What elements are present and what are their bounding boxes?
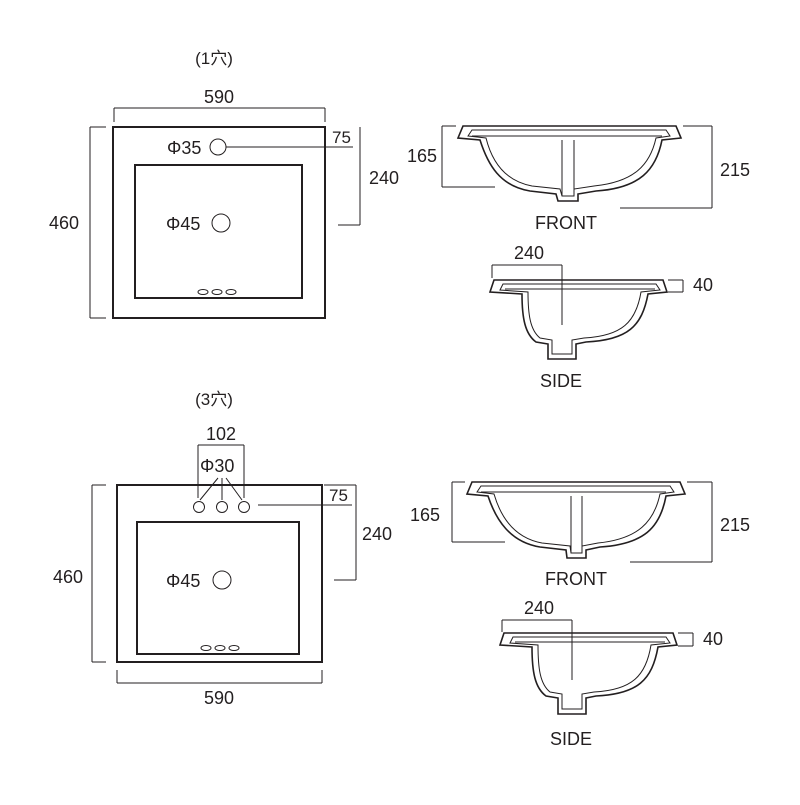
side-rim-height-label-3: 40 bbox=[703, 629, 723, 649]
overflow-slot-icon bbox=[200, 645, 212, 651]
side-rim-width-label: 240 bbox=[514, 243, 544, 263]
tap-depth-label-3: 240 bbox=[362, 524, 392, 544]
plan-view-1-hole: (1穴) 590 460 Φ35 75 240 Φ45 bbox=[49, 49, 399, 319]
plan-view-3-hole: (3穴) 102 Φ30 460 75 240 Φ45 bbox=[53, 390, 392, 708]
tap-hole-icon bbox=[209, 138, 227, 156]
height-label: 460 bbox=[49, 213, 79, 233]
side-profile-3 bbox=[498, 632, 679, 715]
front-outer-height-label-3: 165 bbox=[410, 505, 440, 525]
side-profile-inner-3 bbox=[509, 636, 671, 710]
drain-hole-label: Φ45 bbox=[166, 214, 200, 234]
basin-outline bbox=[112, 126, 326, 319]
side-view-3-hole: 240 40 SIDE bbox=[498, 598, 723, 749]
front-view-3-hole: 165 215 FRONT bbox=[410, 481, 750, 589]
spread-label: 102 bbox=[206, 424, 236, 444]
caption-3-hole: (3穴) bbox=[195, 390, 233, 409]
side-profile-inner bbox=[499, 283, 661, 355]
side-profile bbox=[488, 279, 669, 360]
overflow-slot-icon bbox=[197, 289, 209, 295]
basin-outline-3 bbox=[116, 484, 323, 663]
leader-line bbox=[225, 477, 243, 501]
front-view-label-3: FRONT bbox=[545, 569, 607, 589]
front-profile bbox=[456, 125, 683, 202]
leader-line bbox=[199, 477, 219, 501]
bowl-outline-3 bbox=[136, 521, 300, 655]
tap-hole-label-3: Φ30 bbox=[200, 456, 234, 476]
side-rim-width-label-3: 240 bbox=[524, 598, 554, 618]
tap-depth-label: 240 bbox=[369, 168, 399, 188]
drain-hole-icon bbox=[211, 213, 231, 233]
side-view-label-3: SIDE bbox=[550, 729, 592, 749]
width-label-3: 590 bbox=[204, 688, 234, 708]
overflow-slot-icon bbox=[225, 289, 237, 295]
bowl-outline bbox=[134, 164, 303, 299]
front-total-height-label-3: 215 bbox=[720, 515, 750, 535]
tap-offset-label: 75 bbox=[332, 128, 351, 147]
side-view-label: SIDE bbox=[540, 371, 582, 391]
front-outer-height-label: 165 bbox=[407, 146, 437, 166]
front-profile-inner bbox=[467, 129, 671, 197]
front-profile-3 bbox=[465, 481, 687, 559]
side-view-1-hole: 240 40 SIDE bbox=[488, 243, 713, 391]
side-rim-height-label: 40 bbox=[693, 275, 713, 295]
drain-hole-icon bbox=[212, 570, 232, 590]
tap-hole-label: Φ35 bbox=[167, 138, 201, 158]
front-view-label: FRONT bbox=[535, 213, 597, 233]
width-label: 590 bbox=[204, 87, 234, 107]
front-total-height-label: 215 bbox=[720, 160, 750, 180]
height-label-3: 460 bbox=[53, 567, 83, 587]
front-view-1-hole: 165 215 FRONT bbox=[407, 125, 750, 233]
caption-1-hole: (1穴) bbox=[195, 49, 233, 68]
drain-hole-label-3: Φ45 bbox=[166, 571, 200, 591]
front-profile-inner-3 bbox=[476, 485, 675, 554]
tap-offset-label-3: 75 bbox=[329, 486, 348, 505]
overflow-slot-icon bbox=[214, 645, 226, 651]
tap-hole-icon bbox=[193, 501, 205, 513]
tap-hole-icon bbox=[238, 501, 250, 513]
overflow-slot-icon bbox=[211, 289, 223, 295]
overflow-slot-icon bbox=[228, 645, 240, 651]
tap-hole-icon bbox=[216, 501, 228, 513]
